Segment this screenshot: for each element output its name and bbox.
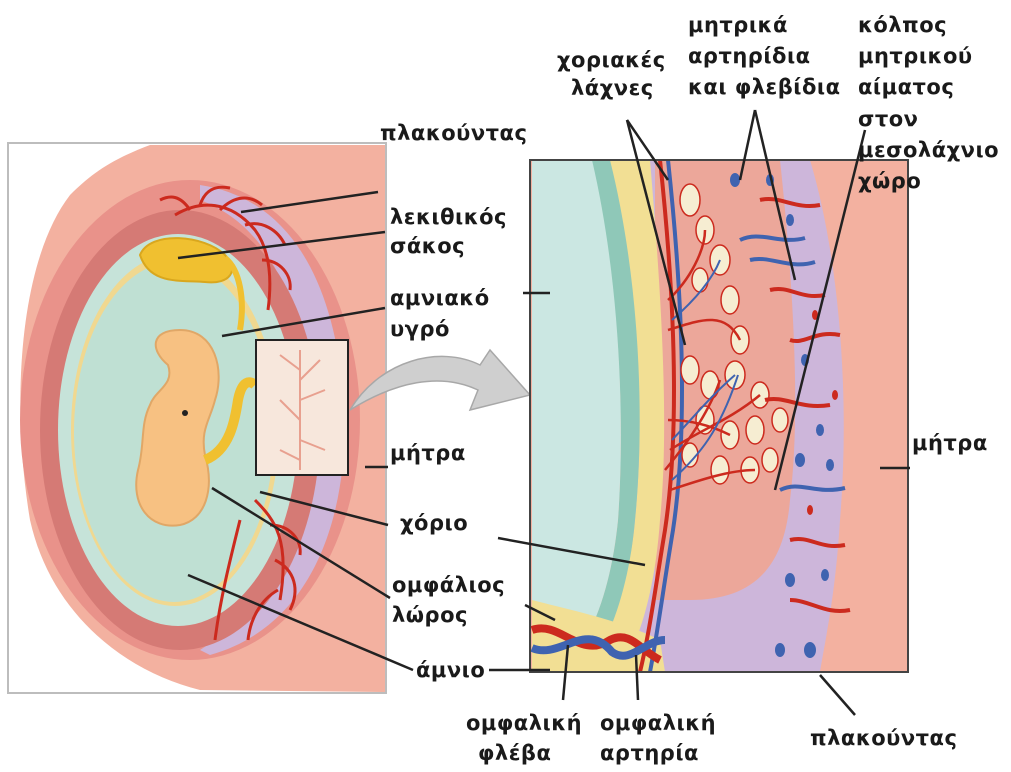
left-panel	[8, 143, 386, 693]
label-umbilical-artery-line1: ομφαλική	[600, 710, 716, 737]
label-blood-sinus-line3: αίματος	[858, 74, 954, 101]
label-umbilical-cord-line2: λώρος	[392, 602, 468, 629]
label-placenta-left: πλακούντας	[380, 120, 527, 147]
label-umbilical-cord-line1: ομφάλιος	[392, 572, 505, 599]
label-chorionic-villi-line1: χοριακές	[557, 47, 666, 74]
label-blood-sinus-line4: στον	[858, 106, 919, 133]
label-umbilical-vein-line2: φλέβα	[478, 740, 551, 767]
label-blood-sinus-line2: μητρικού	[858, 43, 973, 70]
label-yolk-sac-line2: σάκος	[390, 233, 465, 260]
label-uterus-right: μήτρα	[912, 430, 988, 457]
label-chorion: χόριο	[400, 510, 468, 537]
label-maternal-vessels-line3: και φλεβίδια	[688, 74, 841, 101]
label-maternal-vessels-line1: μητρικά	[688, 12, 788, 39]
label-blood-sinus-line5: μεσολάχνιο	[858, 137, 999, 164]
label-chorionic-villi-line2: λάχνες	[571, 75, 654, 102]
right-panel	[530, 160, 908, 672]
label-placenta-right: πλακούντας	[810, 725, 957, 752]
label-amnion: άμνιο	[416, 657, 485, 684]
zoom-box	[256, 340, 348, 475]
label-umbilical-vein-line1: ομφαλική	[466, 710, 582, 737]
embryo-eye	[182, 410, 188, 416]
label-maternal-vessels-line2: αρτηρίδια	[688, 43, 811, 70]
label-amniotic-fluid-line1: αμνιακό	[390, 285, 490, 312]
label-umbilical-artery-line2: αρτηρία	[600, 740, 699, 767]
label-yolk-sac-line1: λεκιθικός	[390, 204, 507, 231]
label-blood-sinus-line6: χώρο	[858, 168, 921, 195]
label-amniotic-fluid-line2: υγρό	[390, 316, 450, 343]
label-uterus-left: μήτρα	[390, 440, 466, 467]
label-blood-sinus-line1: κόλπος	[858, 12, 947, 39]
